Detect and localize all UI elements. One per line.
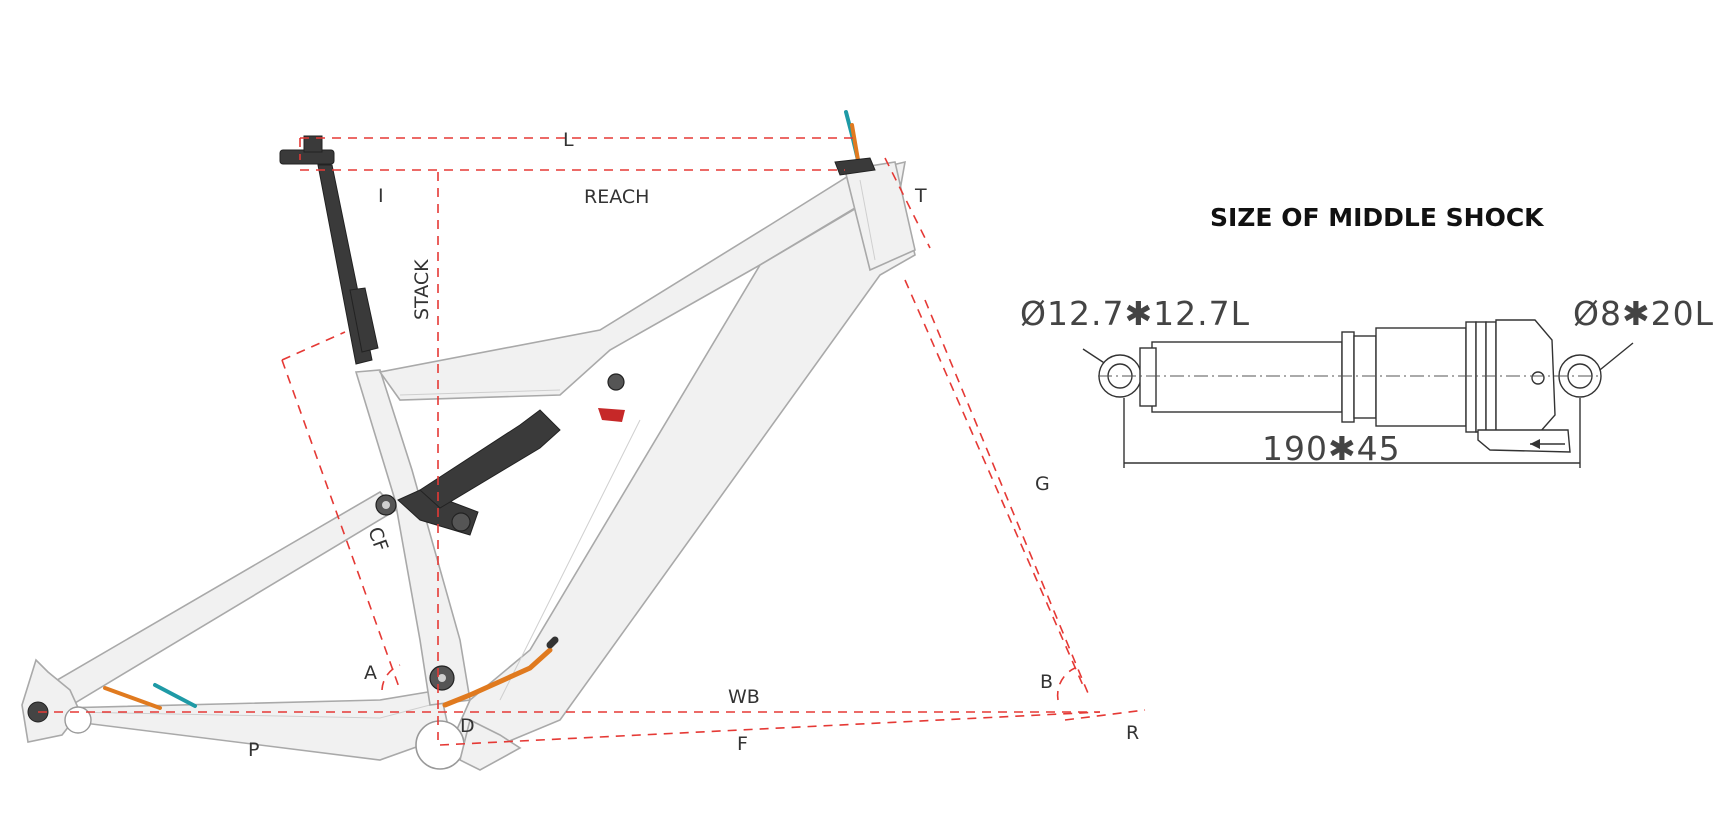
shock-diagram: SIZE OF MIDDLE SHOCK Ø12.7✱12.7L Ø8✱20L (1020, 203, 1714, 468)
label-L: L (563, 129, 574, 151)
label-stack: STACK (411, 259, 433, 320)
label-CF: CF (363, 524, 392, 554)
label-F: F (737, 733, 748, 755)
label-B: B (1040, 671, 1053, 693)
label-I: I (378, 185, 384, 207)
head-tube (844, 161, 916, 272)
label-A: A (364, 662, 377, 684)
label-R: R (1126, 722, 1139, 744)
label-T: T (914, 185, 927, 207)
label-D: D (460, 715, 475, 737)
label-P: P (248, 739, 259, 761)
shock-eye-left-spec: Ø12.7✱12.7L (1020, 294, 1250, 333)
shock-title: SIZE OF MIDDLE SHOCK (1210, 203, 1545, 232)
label-reach: REACH (584, 186, 649, 208)
seat-stay (28, 490, 398, 713)
shock-eye-right-spec: Ø8✱20L (1573, 294, 1714, 333)
frame-shock (419, 409, 561, 509)
chain-stay (27, 689, 451, 761)
label-G: G (1035, 473, 1050, 495)
bicycle-frame-icon (21, 110, 916, 771)
geometry-dimension-lines (38, 137, 1146, 746)
shock-length-spec: 190✱45 (1262, 429, 1401, 468)
rear-shock-icon (1082, 319, 1634, 468)
label-WB: WB (728, 686, 760, 708)
